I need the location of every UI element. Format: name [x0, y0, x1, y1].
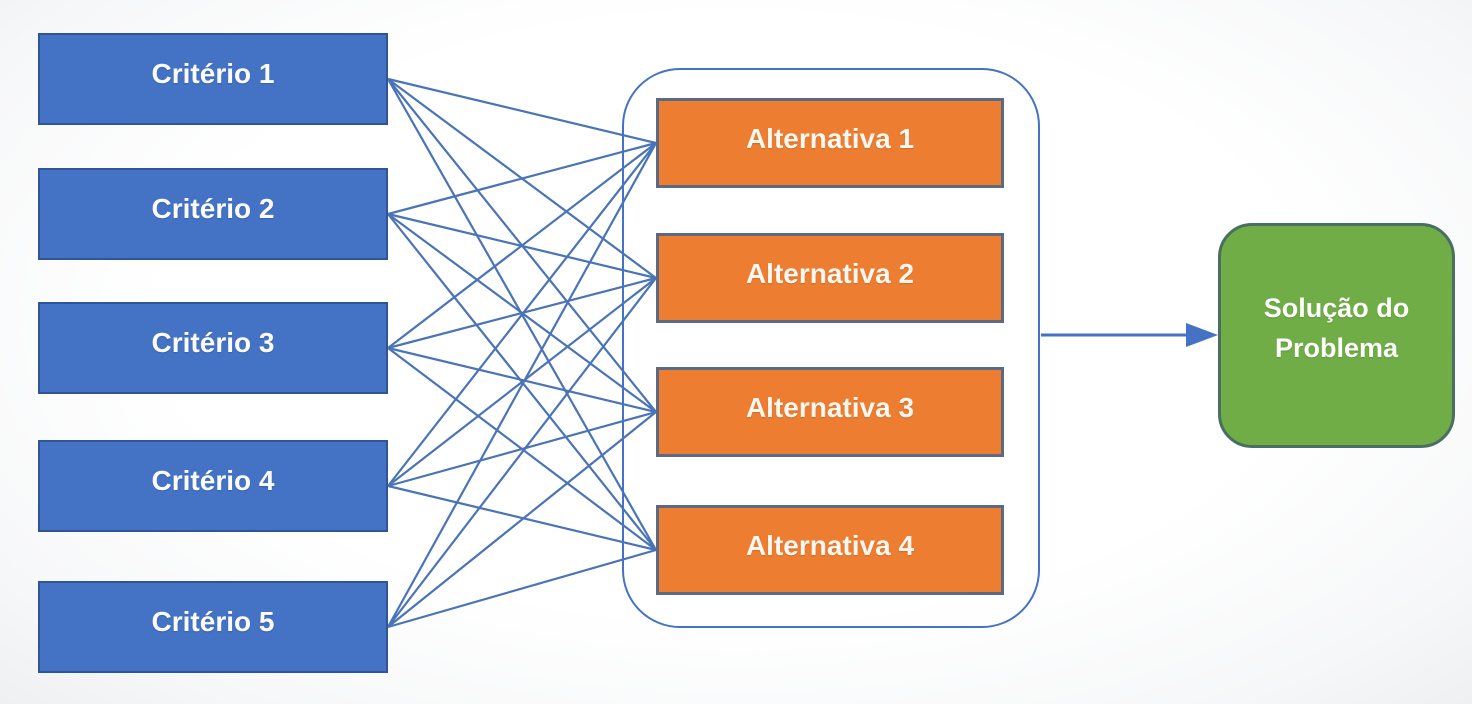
alternative-label: Alternativa 4	[745, 530, 915, 561]
alternative-box-2: Alternativa 2	[656, 233, 1004, 323]
edge-line	[387, 77, 657, 145]
criterion-label: Critério 5	[151, 606, 275, 637]
criterion-label: Critério 1	[151, 58, 275, 89]
edge-line	[387, 142, 657, 628]
alternative-box-3: Alternativa 3	[656, 367, 1004, 457]
criterion-box-1: Critério 1	[38, 33, 388, 125]
edge-line	[387, 346, 657, 414]
criterion-box-3: Critério 3	[38, 302, 388, 394]
alternative-label: Alternativa 2	[745, 258, 915, 289]
edge-line	[387, 142, 657, 349]
edge-line	[387, 277, 657, 487]
alternative-box-1: Alternativa 1	[656, 98, 1004, 188]
criterion-box-2: Critério 2	[38, 168, 388, 260]
alternative-label: Alternativa 1	[745, 123, 915, 154]
edge-line	[387, 78, 657, 413]
edge-line	[387, 276, 657, 350]
criteria-alternative-edges	[387, 77, 657, 629]
edge-line	[387, 213, 657, 413]
criterion-box-5: Critério 5	[38, 581, 388, 673]
criterion-label: Critério 3	[151, 327, 275, 358]
criterion-label: Critério 2	[151, 193, 275, 224]
arrow-head-icon	[1186, 323, 1218, 347]
edge-line	[387, 411, 657, 628]
alternative-box-4: Alternativa 4	[656, 505, 1004, 595]
edge-line	[387, 141, 657, 216]
edge-line	[387, 410, 657, 488]
edge-line	[387, 78, 657, 551]
criterion-label: Critério 4	[151, 465, 275, 496]
criterion-box-4: Critério 4	[38, 440, 388, 532]
solution-label: Solução do Problema	[1263, 293, 1410, 363]
solution-arrow	[1041, 323, 1218, 347]
edge-line	[387, 142, 657, 487]
edge-line	[387, 548, 657, 629]
solution-box: Solução do Problema	[1218, 223, 1455, 448]
edge-line	[387, 78, 657, 279]
alternative-label: Alternativa 3	[745, 392, 915, 423]
edge-line	[387, 213, 657, 551]
edge-line	[387, 212, 657, 280]
edge-line	[387, 347, 657, 551]
edge-line	[387, 277, 657, 628]
edge-line	[387, 484, 657, 552]
